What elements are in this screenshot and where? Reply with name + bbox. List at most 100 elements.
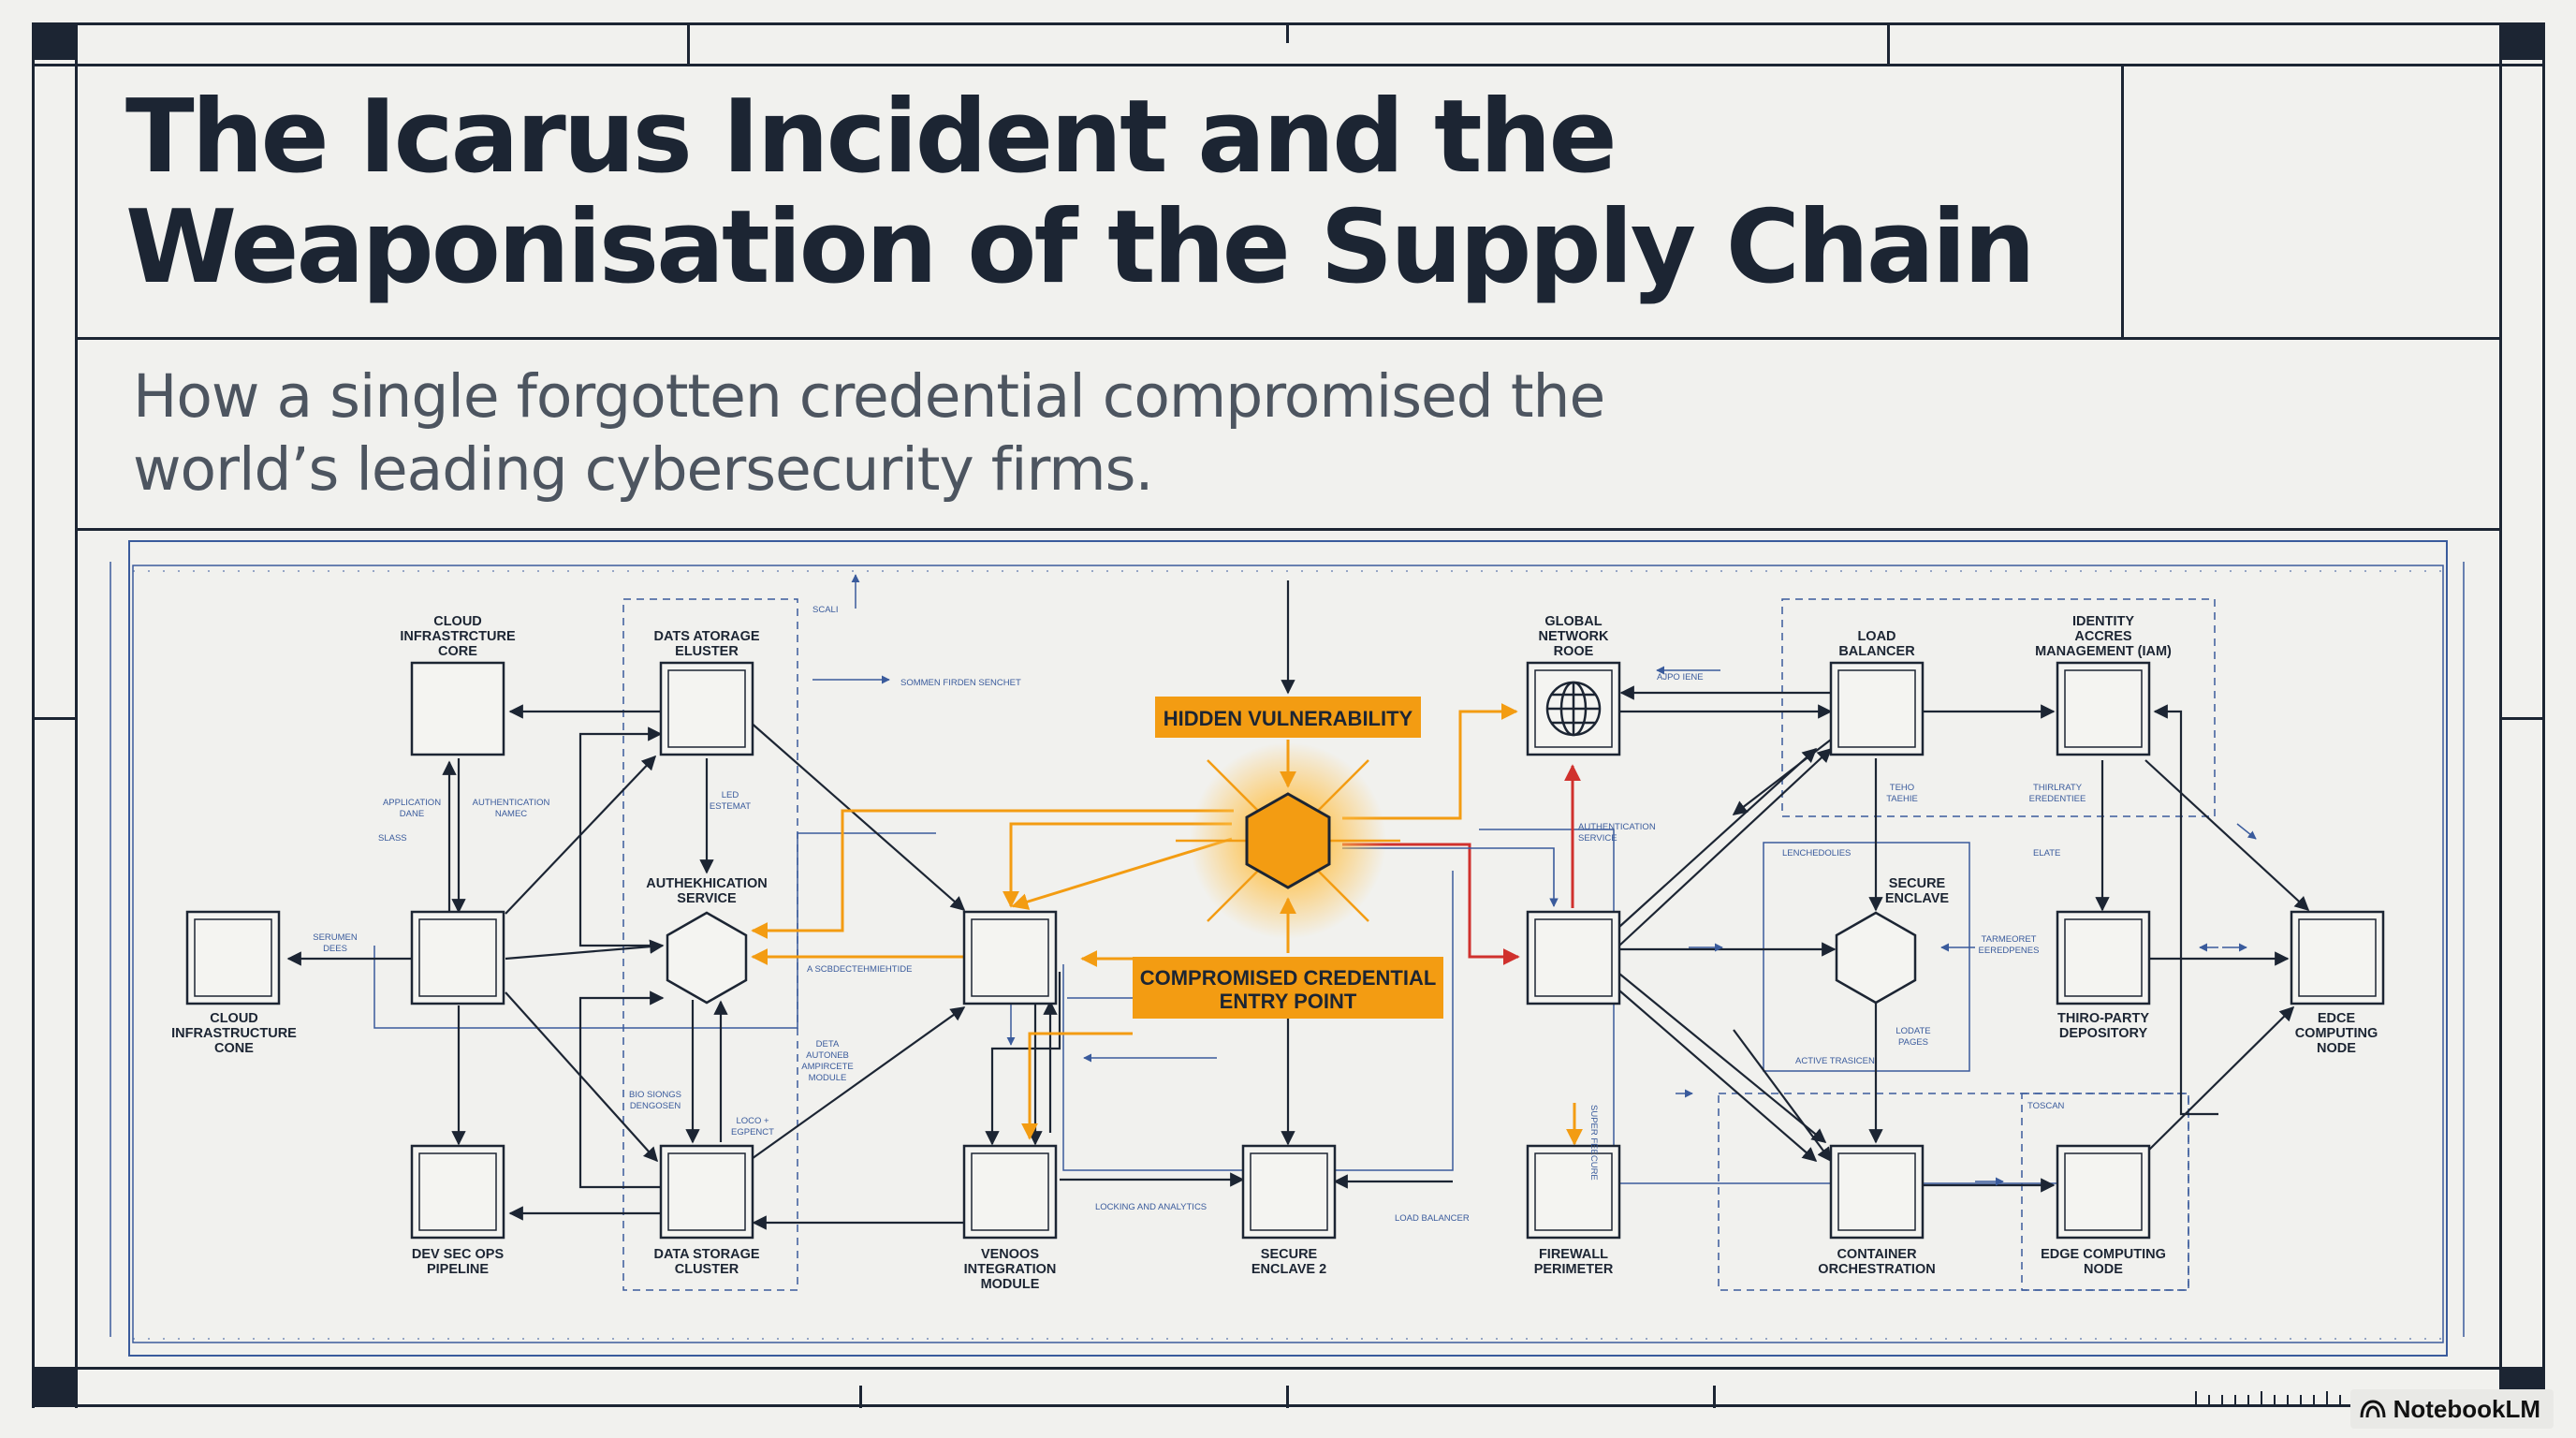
node-secure-enclave-hex [1835, 911, 1917, 1005]
label-global-network-1: GLOBAL [1544, 614, 1602, 629]
node-container [1829, 1144, 1925, 1240]
micro-m9b: AUTONEB [806, 1050, 849, 1061]
label-cloud-infra-left-1: CLOUD [210, 1011, 258, 1026]
micro-annotations: SCALI SOMMEN FIRDEN SENCHET APPLICATION … [313, 605, 2086, 1224]
micro-m23: ACTIVE TRASICEN [1795, 1056, 1875, 1066]
subtitle-line-1: How a single forgotten credential compro… [133, 362, 1605, 431]
micro-m21: TARMEORET [1982, 934, 2037, 945]
micro-m11: LOCO + [736, 1116, 769, 1126]
vulnerability-hotspot [1176, 740, 1400, 953]
blueprint-frame [110, 540, 2465, 1357]
label-cloud-infra-left-2: INFRASTRUCTURE [171, 1026, 297, 1041]
label-secure-enclave-2-2: ENCLAVE 2 [1251, 1262, 1326, 1277]
callout-compromised-line1: COMPROMISED CREDENTIAL [1140, 966, 1437, 990]
label-vendor-2: INTEGRATION [964, 1262, 1057, 1277]
tick-top-3 [1887, 22, 1890, 66]
label-data-storage-top-1: DATS ATORAGE [653, 629, 759, 644]
micro-m3: APPLICATION [383, 798, 441, 808]
micro-m7b: DEES [323, 944, 347, 954]
label-load-balancer-1: LOAD [1857, 629, 1895, 644]
node-load-balancer [1829, 661, 1925, 756]
frame-right [2542, 22, 2545, 1408]
node-vendor-upper [962, 910, 1058, 1005]
node-third-party [2056, 910, 2151, 1005]
node-data-storage-top [659, 661, 754, 756]
node-central-right [1526, 910, 1621, 1005]
micro-m14b: SERVICE [1578, 833, 1617, 844]
label-container-2: ORCHESTRATION [1818, 1262, 1935, 1277]
frame-right-inner [2499, 22, 2502, 1408]
corner-top-right [2499, 22, 2544, 60]
micro-m1: SCALI [812, 605, 838, 615]
node-cloud-infra-left [185, 910, 281, 1005]
label-edge-bottom-1: EDGE COMPUTING [2041, 1247, 2166, 1262]
tick-right-1 [2499, 717, 2544, 720]
brand-label: NotebookLM [2393, 1394, 2540, 1423]
slide-title: The Icarus Incident and the Weaponisatio… [125, 82, 2091, 303]
label-iam-2: ACCRES [2074, 629, 2132, 644]
label-edge-right-3: NODE [2317, 1041, 2356, 1056]
subtitle-line-2: world’s leading cybersecurity firms. [133, 435, 1153, 504]
micro-m3b: DANE [400, 809, 424, 819]
node-devsecops [410, 1144, 505, 1240]
micro-m11b: EGPENCT [731, 1127, 774, 1137]
corner-top-left [32, 22, 77, 60]
label-cloud-infra-left-3: CONE [214, 1041, 254, 1056]
corner-bottom-left [32, 1370, 77, 1407]
label-data-storage-bottom-1: DATA STORAGE [653, 1247, 759, 1262]
label-secure-enclave-1: SECURE [1889, 876, 1946, 891]
label-vendor-1: VENOOS [981, 1247, 1039, 1262]
label-vendor-3: MODULE [981, 1277, 1040, 1292]
label-cloud-infra-top-2: INFRASTRCTURE [400, 629, 516, 644]
node-firewall [1526, 1144, 1621, 1240]
micro-m9d: MODULE [809, 1073, 847, 1083]
nodes [185, 661, 2385, 1240]
callout-compromised-credential: COMPROMISED CREDENTIAL ENTRY POINT [1133, 957, 1443, 1019]
frame-top-inner [32, 64, 2544, 66]
node-cloud-infra-top [410, 661, 505, 756]
micro-m15: SUPER FEECURE [1588, 1105, 1599, 1181]
label-firewall-2: PERIMETER [1534, 1262, 1614, 1277]
node-edge-right [2290, 910, 2385, 1005]
frame-left-inner [75, 22, 78, 1408]
micro-m8: A SCBDECTEHMIEHTIDE [807, 964, 912, 975]
label-secure-enclave-2-1: SECURE [1261, 1247, 1318, 1262]
label-secure-enclave-2: ENCLAVE [1885, 891, 1950, 906]
micro-m17: TEHO [1890, 783, 1914, 793]
micro-m21b: EEREDPENES [1979, 946, 2040, 956]
label-cloud-infra-top-3: CORE [438, 644, 477, 659]
dashed-zones [622, 598, 2216, 1291]
micro-m9: DETA [816, 1039, 840, 1049]
label-container-1: CONTAINER [1837, 1247, 1917, 1262]
micro-m13: LOAD BALANCER [1395, 1213, 1470, 1224]
title-line-2: Weaponisation of the Supply Chain [125, 189, 2036, 306]
node-edge-bottom [2056, 1144, 2151, 1240]
micro-m12: LOCKING AND ANALYTICS [1095, 1202, 1207, 1212]
micro-m4b: NAMEC [495, 809, 527, 819]
red-attack-path [1342, 764, 1581, 965]
micro-m6: SLASS [378, 833, 407, 844]
node-secure-enclave-2 [1241, 1144, 1337, 1240]
label-edge-bottom-2: NODE [2084, 1262, 2123, 1277]
micro-m2: SOMMEN FIRDEN SENCHET [900, 678, 1021, 688]
label-cloud-infra-top-1: CLOUD [433, 614, 482, 629]
node-labels: CLOUD INFRASTRCTURE CORE DATS ATORAGE EL… [171, 614, 2378, 1292]
frame-bottom-inner [32, 1367, 2544, 1370]
callout-compromised-line2: ENTRY POINT [1220, 990, 1357, 1013]
label-third-party-2: DEPOSITORY [2059, 1026, 2148, 1041]
label-edge-right-1: EDCE [2318, 1011, 2356, 1026]
label-devsecops-1: DEV SEC OPS [412, 1247, 505, 1262]
label-iam-3: MANAGEMENT (IAM) [2035, 644, 2172, 659]
node-iam [2056, 661, 2151, 756]
micro-m20: LENCHEDOLIES [1782, 848, 1851, 858]
micro-m9c: AMPIRCETE [801, 1062, 853, 1072]
callout-hidden-text: HIDDEN VULNERABILITY [1164, 707, 1413, 730]
micro-m19: ELATE [2033, 848, 2060, 858]
tick-top-1 [687, 22, 690, 66]
callout-hidden-vulnerability: HIDDEN VULNERABILITY [1155, 697, 1421, 738]
tick-top-2 [1286, 22, 1289, 43]
label-devsecops-2: PIPELINE [427, 1262, 489, 1277]
node-data-storage-bottom [659, 1144, 754, 1240]
node-auth-service-hex [666, 911, 748, 1005]
